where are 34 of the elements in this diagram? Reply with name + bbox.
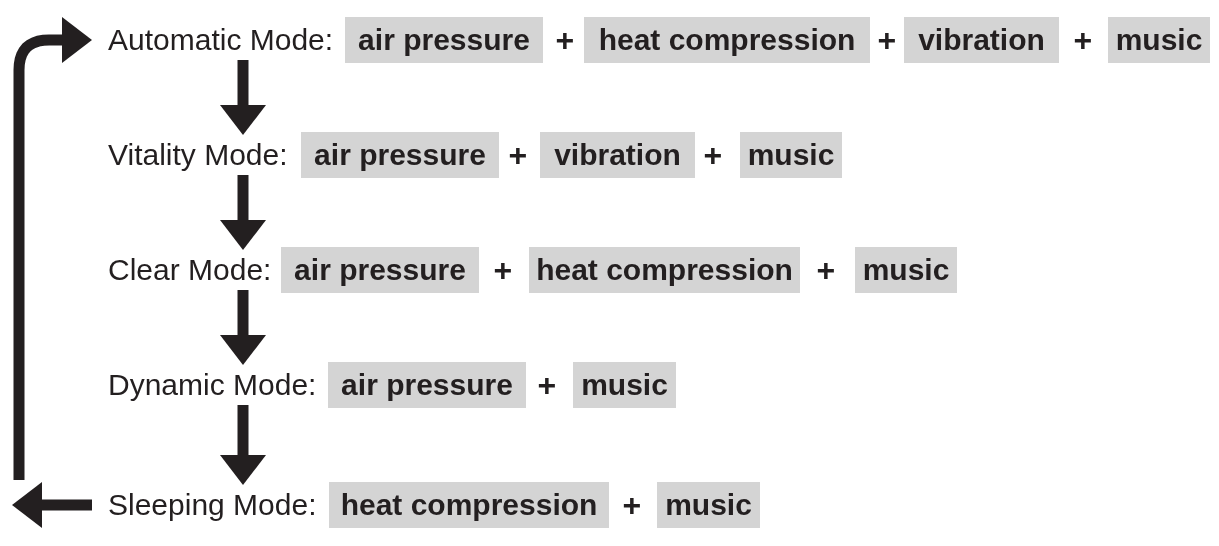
mode-label: Vitality Mode: (92, 135, 288, 175)
plus-sign: + (703, 137, 723, 173)
feature-tag: music (740, 132, 842, 178)
feature-tag: heat compression (529, 247, 800, 293)
mode-label: Clear Mode: (92, 250, 272, 290)
mode-label: Sleeping Mode: (92, 485, 317, 525)
feature-tag: music (573, 362, 676, 408)
plus-sign: + (493, 252, 513, 288)
plus-sign: + (1073, 22, 1093, 58)
arrow (220, 175, 266, 250)
plus-sign: + (537, 367, 557, 403)
feature-tag: air pressure (281, 247, 479, 293)
feature-tag: air pressure (345, 17, 543, 63)
arrow (13, 17, 92, 480)
plus-sign: + (816, 252, 836, 288)
arrow (220, 405, 266, 485)
feature-tag: music (1108, 17, 1210, 63)
feature-tag: air pressure (328, 362, 526, 408)
plus-sign: + (622, 487, 642, 523)
arrow (220, 60, 266, 135)
feature-tag: vibration (904, 17, 1059, 63)
plus-sign: + (555, 22, 575, 58)
arrow (12, 482, 92, 528)
feature-tag: heat compression (584, 17, 870, 63)
plus-sign: + (877, 22, 897, 58)
feature-tag: music (855, 247, 957, 293)
feature-tag: music (657, 482, 760, 528)
feature-tag: vibration (540, 132, 695, 178)
plus-sign: + (508, 137, 528, 173)
feature-tag: heat compression (329, 482, 609, 528)
mode-label: Dynamic Mode: (92, 365, 317, 405)
mode-label: Automatic Mode: (92, 20, 334, 60)
feature-tag: air pressure (301, 132, 499, 178)
arrow (220, 290, 266, 365)
